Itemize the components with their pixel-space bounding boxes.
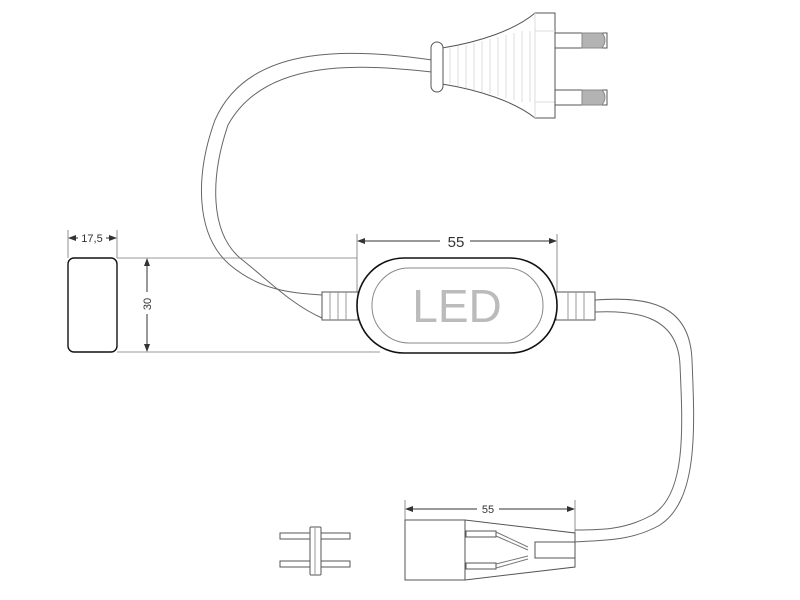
dimension-connector-length: 55 bbox=[405, 501, 575, 516]
end-cap bbox=[67, 257, 118, 353]
plug-collar bbox=[430, 41, 444, 93]
svg-text:17,5: 17,5 bbox=[81, 233, 102, 245]
pin-tip-bottom bbox=[581, 89, 606, 106]
dimension-end-cap-height: 30 bbox=[140, 258, 154, 352]
svg-text:30: 30 bbox=[142, 298, 154, 310]
svg-text:55: 55 bbox=[482, 504, 494, 516]
left-strain-relief bbox=[321, 291, 359, 321]
pin-tip-top bbox=[581, 32, 606, 49]
led-label: LED bbox=[412, 280, 501, 332]
cable-plug-to-controller bbox=[201, 52, 433, 319]
euro-plug bbox=[430, 12, 608, 119]
strip-connector bbox=[404, 519, 576, 581]
pin-connector bbox=[279, 526, 351, 576]
dimension-controller-length: 55 bbox=[357, 232, 557, 251]
dimension-end-cap-width: 17,5 bbox=[68, 231, 117, 245]
svg-text:55: 55 bbox=[448, 234, 465, 251]
led-controller: LED bbox=[321, 257, 596, 354]
controller-face bbox=[371, 267, 544, 344]
cable-controller-to-connector bbox=[574, 298, 695, 543]
